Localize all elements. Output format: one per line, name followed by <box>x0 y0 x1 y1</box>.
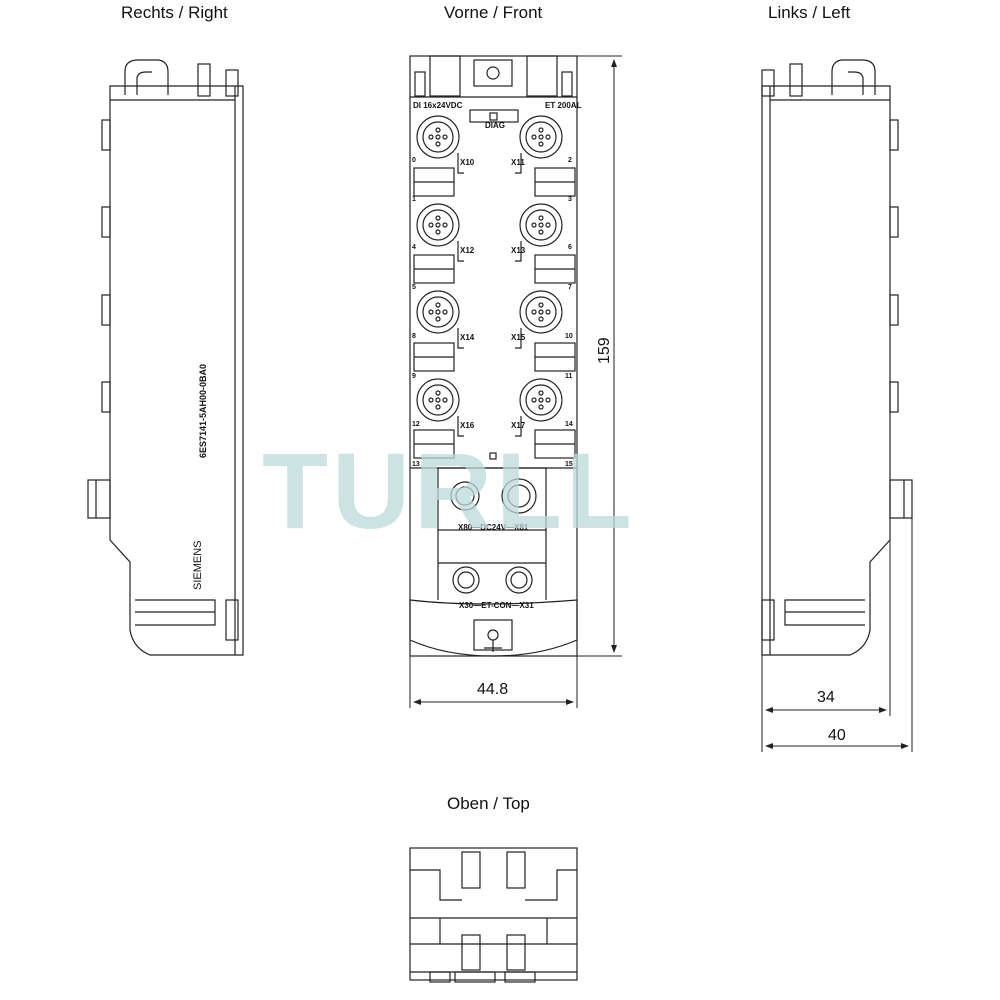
led-window <box>413 429 455 459</box>
connector-label: X12 <box>460 246 475 255</box>
module-type-label: DI 16x24VDC <box>413 101 463 110</box>
led-window <box>413 342 455 372</box>
channel-number: 14 <box>565 421 573 428</box>
led-window <box>534 342 576 372</box>
depth-body-dimension-value: 34 <box>817 689 835 706</box>
led-window <box>413 167 455 197</box>
order-number-label: 6ES7141-5AH00-0BA0 <box>198 364 208 458</box>
connector-label: X16 <box>460 421 475 430</box>
connector-x13 <box>515 203 563 262</box>
connector-x16 <box>416 378 464 437</box>
channel-number: 12 <box>412 421 420 428</box>
view-title-front: Vorne / Front <box>444 3 543 22</box>
connector-x17 <box>515 378 563 437</box>
dimension-height <box>577 55 622 657</box>
bus-label: X30—ET-CON—X31 <box>459 601 534 610</box>
product-family-label: ET 200AL <box>545 101 582 110</box>
power-connectors <box>450 478 537 594</box>
connector-x14 <box>416 290 464 349</box>
led-window <box>534 167 576 197</box>
view-title-left: Links / Left <box>768 3 851 22</box>
depth-total-dimension-value: 40 <box>828 727 846 744</box>
channel-number: 11 <box>565 373 573 380</box>
led-window <box>413 254 455 284</box>
connector-label: X13 <box>511 246 526 255</box>
view-title-right: Rechts / Right <box>121 3 228 22</box>
channel-number: 4 <box>412 244 416 251</box>
top-view <box>409 847 578 983</box>
connector-label: X17 <box>511 421 526 430</box>
connector-x15 <box>515 290 563 349</box>
led-group <box>413 167 576 459</box>
diag-label: DIAG <box>485 121 505 130</box>
left-side-view <box>761 59 913 656</box>
connector-label: X14 <box>460 333 475 342</box>
x81-connector <box>501 478 537 514</box>
right-side-view <box>87 59 244 656</box>
channel-number: 13 <box>412 461 420 468</box>
brand-label: SIEMENS <box>192 540 204 590</box>
channel-number: 7 <box>568 284 572 291</box>
connector-x11 <box>515 115 563 174</box>
channel-number: 0 <box>412 157 416 164</box>
connector-x10 <box>416 115 464 174</box>
channel-number: 2 <box>568 157 572 164</box>
front-view <box>409 55 578 657</box>
dimension-depth <box>761 518 913 752</box>
led-window <box>534 254 576 284</box>
channel-number: 8 <box>412 333 416 340</box>
led-window <box>534 429 576 459</box>
height-dimension-value: 159 <box>596 337 613 364</box>
channel-number: 15 <box>565 461 573 468</box>
connector-x12 <box>416 203 464 262</box>
channel-number: 9 <box>412 373 416 380</box>
dimension-width <box>409 656 578 708</box>
channel-number: 10 <box>565 333 573 340</box>
channel-number: 1 <box>412 196 416 203</box>
view-title-top: Oben / Top <box>447 794 530 813</box>
watermark: TURLL <box>262 430 636 551</box>
channel-number: 5 <box>412 284 416 291</box>
x80-connector <box>450 481 480 511</box>
channel-number: 3 <box>568 196 572 203</box>
connector-label: X10 <box>460 158 475 167</box>
x30-connector <box>452 566 480 594</box>
channel-number: 6 <box>568 244 572 251</box>
connector-label: X11 <box>511 158 525 167</box>
power-label: X80—DC24V—X81 <box>458 523 529 532</box>
width-dimension-value: 44.8 <box>477 681 508 698</box>
connector-label: X15 <box>511 333 526 342</box>
x31-connector <box>505 566 533 594</box>
